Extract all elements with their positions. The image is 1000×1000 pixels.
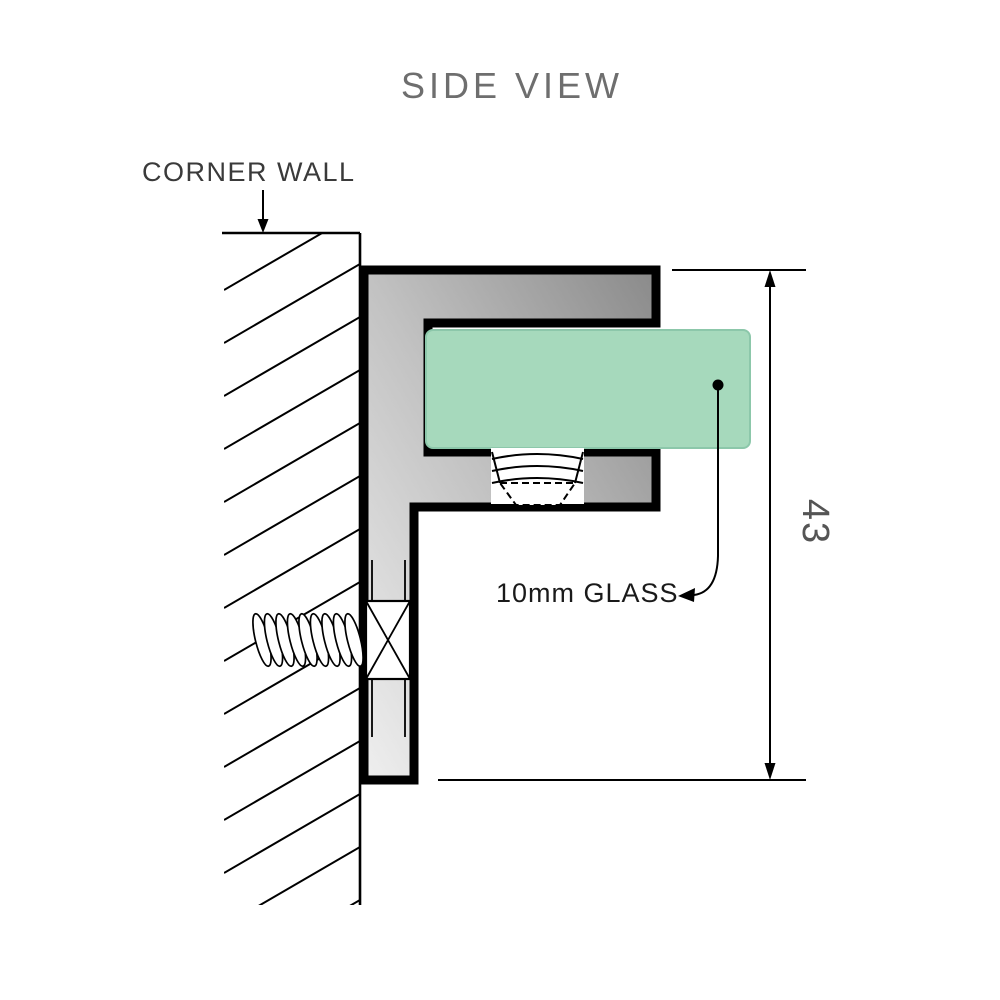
glass-label: 10mm GLASS	[496, 578, 679, 608]
page-title: SIDE VIEW	[401, 65, 623, 106]
height-dimension: 43	[438, 269, 836, 781]
glass-callout-arrowhead-icon	[678, 588, 695, 602]
grub-screw	[491, 448, 584, 506]
mounting-screw	[252, 560, 412, 737]
grub-screw-tip	[498, 482, 577, 506]
grub-screw-threads	[491, 453, 584, 484]
glass-callout: 10mm GLASS	[496, 379, 724, 608]
dimension-arrow-up-icon	[764, 270, 776, 287]
grub-screw-sides	[491, 451, 584, 484]
glass-callout-leader-line	[693, 385, 719, 596]
screw-head-cross-lines	[365, 600, 411, 680]
corner-wall-callout: CORNER WALL	[142, 157, 356, 233]
corner-wall-arrowhead-icon	[257, 219, 269, 233]
corner-wall	[222, 231, 362, 905]
wall-hatching	[224, 233, 360, 905]
dimension-label: 43	[794, 499, 836, 545]
corner-wall-label: CORNER WALL	[142, 157, 356, 187]
dimension-arrow-down-icon	[764, 763, 776, 780]
glass-panel	[425, 329, 751, 449]
bracket-profile	[359, 265, 661, 785]
screw-threads	[252, 612, 364, 668]
